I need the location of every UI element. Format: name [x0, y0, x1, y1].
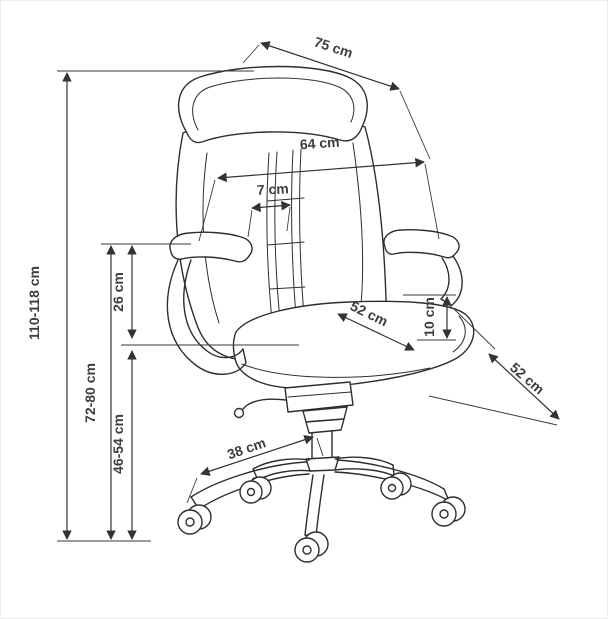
casters: [177, 472, 466, 563]
label-seat-depth: 52 cm: [507, 359, 547, 397]
dim-seat-height: [121, 344, 299, 540]
dim-overall-height: [57, 70, 254, 542]
label-armrest-to-seat: 26 cm: [110, 272, 126, 312]
dim-armrest-offset: [247, 200, 291, 238]
gas-lift: [302, 406, 348, 472]
dim-backrest-width: [198, 157, 440, 242]
caster-front: [294, 531, 329, 563]
label-seat-height: 46-54 cm: [110, 414, 126, 474]
dim-top-depth: [242, 41, 431, 160]
caster-back-left: [239, 476, 272, 504]
dimension-lines: [57, 41, 560, 542]
dim-seat-width: [337, 313, 415, 351]
label-armrest-offset: 7 cm: [256, 180, 289, 198]
armrest-left: [166, 231, 253, 375]
label-armrest-height: 72-80 cm: [82, 363, 98, 423]
dim-cushion-thickness: [403, 294, 456, 341]
dim-base-leg-length: [186, 435, 324, 504]
caster-back-right: [380, 472, 412, 500]
dim-seat-depth: [428, 307, 560, 426]
caster-right: [431, 496, 466, 527]
headrest: [178, 65, 368, 144]
label-backrest-width: 64 cm: [299, 134, 340, 153]
label-top-depth: 75 cm: [312, 34, 355, 61]
label-base-leg-length: 38 cm: [225, 434, 268, 462]
caster-left: [177, 504, 212, 535]
label-cushion-thickness: 10 cm: [421, 297, 437, 337]
tilt-mechanism: [233, 381, 354, 419]
dim-armrest-height: [101, 243, 191, 540]
label-overall-height: 110-118 cm: [26, 266, 42, 340]
